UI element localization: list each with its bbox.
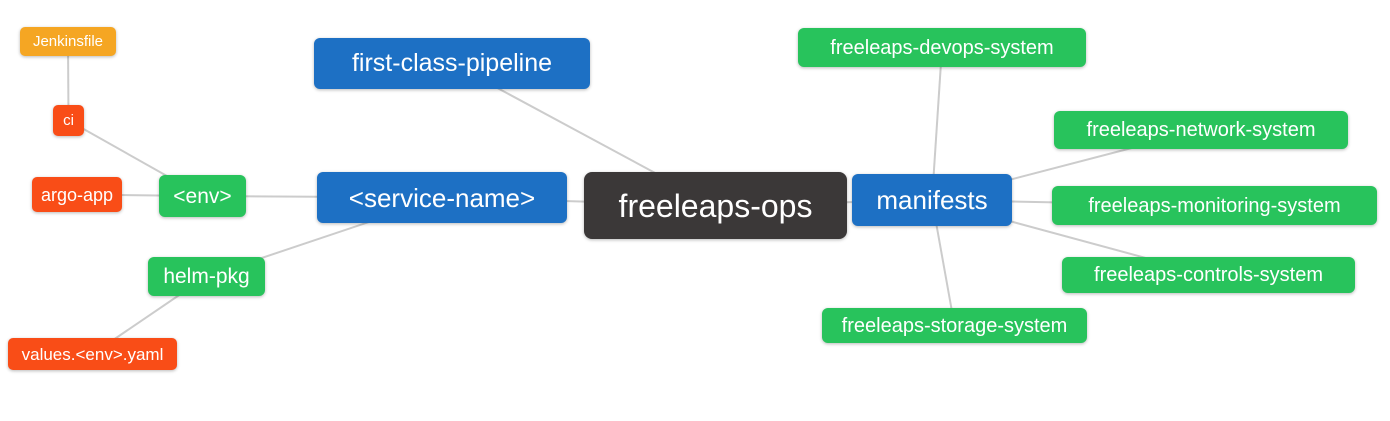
node-freeleaps-controls-system[interactable]: freeleaps-controls-system — [1062, 257, 1355, 293]
node-manifests[interactable]: manifests — [852, 174, 1012, 226]
node-argo-app[interactable]: argo-app — [32, 177, 122, 212]
node-first-class-pipeline[interactable]: first-class-pipeline — [314, 38, 590, 89]
node-service-name[interactable]: <service-name> — [317, 172, 567, 223]
node-freeleaps-network-system[interactable]: freeleaps-network-system — [1054, 111, 1348, 149]
node-freeleaps-storage-system[interactable]: freeleaps-storage-system — [822, 308, 1087, 343]
node-jenkinsfile[interactable]: Jenkinsfile — [20, 27, 116, 56]
node-freeleaps-ops[interactable]: freeleaps-ops — [584, 172, 847, 239]
node-env[interactable]: <env> — [159, 175, 246, 217]
node-values-env-yaml[interactable]: values.<env>.yaml — [8, 338, 177, 370]
node-ci[interactable]: ci — [53, 105, 84, 136]
node-freeleaps-devops-system[interactable]: freeleaps-devops-system — [798, 28, 1086, 67]
node-helm-pkg[interactable]: helm-pkg — [148, 257, 265, 296]
node-freeleaps-monitoring-system[interactable]: freeleaps-monitoring-system — [1052, 186, 1377, 225]
